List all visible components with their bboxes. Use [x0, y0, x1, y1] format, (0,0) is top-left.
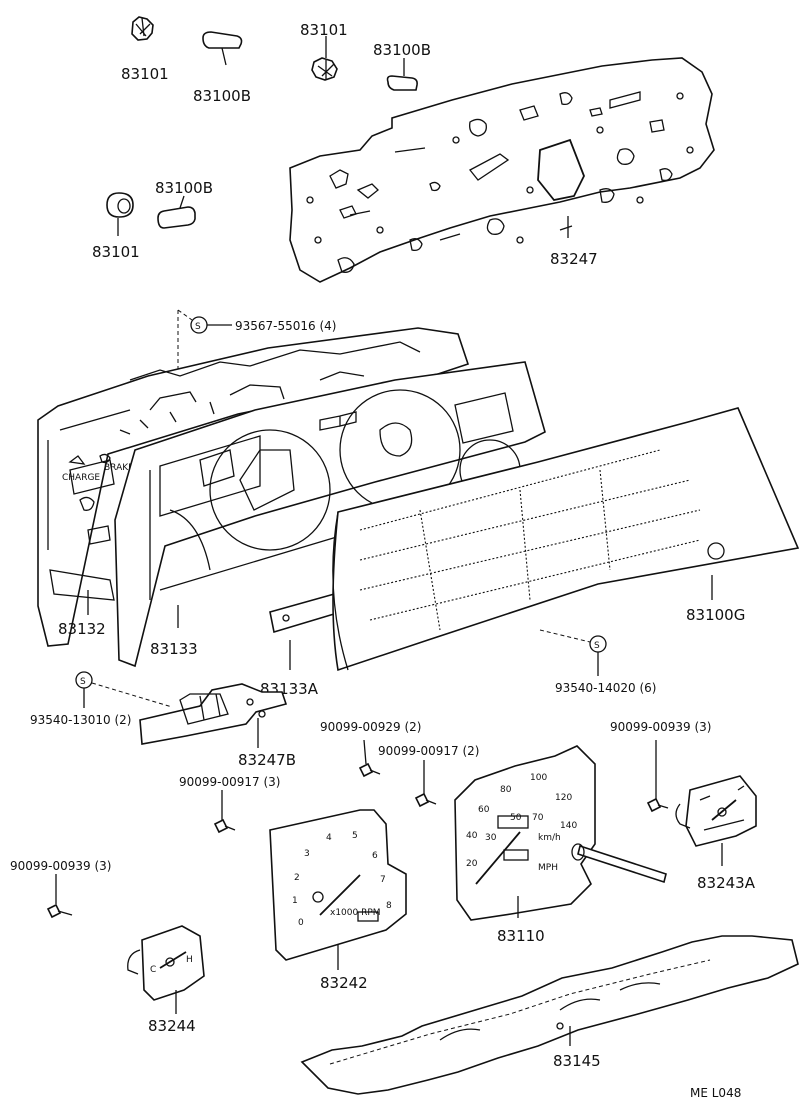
screw-glass: S — [539, 629, 607, 676]
label-93567-55016: 93567-55016 (4) — [235, 319, 337, 333]
svg-text:CHARGE: CHARGE — [62, 473, 100, 483]
svg-text:S: S — [195, 322, 201, 332]
bulb-1 — [202, 31, 243, 66]
svg-text:8: 8 — [386, 901, 392, 911]
label-83110: 83110 — [497, 927, 545, 945]
label-83132: 83132 — [58, 620, 106, 638]
label-83101-a: 83101 — [121, 65, 169, 83]
bracket-83247B — [139, 683, 288, 745]
svg-text:3: 3 — [304, 849, 310, 859]
svg-text:MPH: MPH — [538, 863, 558, 873]
screw-bracket: S — [75, 671, 173, 708]
label-90099-00917-a: 90099-00917 (2) — [378, 744, 480, 758]
bulb-socket-2 — [311, 36, 338, 81]
svg-text:40: 40 — [466, 831, 478, 841]
svg-text:x1000 RPM: x1000 RPM — [330, 908, 381, 918]
svg-text:120: 120 — [555, 793, 572, 803]
label-83100B-b: 83100B — [373, 41, 431, 59]
svg-text:100: 100 — [530, 773, 547, 783]
case-housing-83132: CHARGE BRAKE — [37, 327, 470, 647]
label-83145: 83145 — [553, 1052, 601, 1070]
temp-gauge-83244: C H — [127, 925, 205, 1001]
label-83101-c: 83101 — [92, 243, 140, 261]
hood-83145 — [300, 935, 799, 1095]
bulb-socket-1 — [131, 16, 154, 41]
label-93540-14020: 93540-14020 (6) — [555, 681, 657, 695]
svg-text:0: 0 — [298, 918, 304, 928]
speedometer-83110: 20 40 60 80 100 120 140 30 50 70 km/h MP… — [454, 745, 596, 921]
label-90099-00917-b: 90099-00917 (3) — [179, 775, 281, 789]
svg-text:2: 2 — [294, 873, 300, 883]
svg-text:4: 4 — [326, 833, 332, 843]
svg-text:140: 140 — [560, 821, 577, 831]
label-83133: 83133 — [150, 640, 198, 658]
bulb-socket-3 — [106, 192, 134, 236]
svg-text:5: 5 — [352, 831, 358, 841]
printed-circuit-83247 — [289, 57, 715, 283]
label-83247B: 83247B — [238, 751, 296, 769]
screw-b — [414, 760, 437, 808]
svg-text:C: C — [150, 965, 156, 975]
label-90099-00929: 90099-00929 (2) — [320, 720, 422, 734]
screw-e — [46, 874, 73, 919]
svg-text:7: 7 — [380, 875, 386, 885]
fuel-gauge-83243A — [675, 775, 757, 847]
svg-text:S: S — [594, 641, 600, 651]
svg-text:30: 30 — [485, 833, 497, 843]
bulb-2 — [386, 58, 418, 91]
label-83100B-a: 83100B — [193, 87, 251, 105]
speedometer-cable — [571, 843, 667, 884]
svg-text:S: S — [80, 677, 86, 687]
svg-text:km/h: km/h — [538, 833, 561, 843]
label-93540-13010: 93540-13010 (2) — [30, 713, 132, 727]
screw-c — [646, 740, 669, 813]
label-83243A: 83243A — [697, 874, 756, 892]
label-90099-00939-a: 90099-00939 (3) — [610, 720, 712, 734]
bulb-3 — [157, 195, 196, 229]
svg-text:80: 80 — [500, 785, 512, 795]
label-83101-b: 83101 — [300, 21, 348, 39]
label-83242: 83242 — [320, 974, 368, 992]
svg-text:60: 60 — [478, 805, 490, 815]
svg-text:6: 6 — [372, 851, 378, 861]
label-83100B-c: 83100B — [155, 179, 213, 197]
screw-a — [358, 739, 381, 778]
svg-text:H: H — [186, 955, 193, 965]
label-83247: 83247 — [550, 250, 598, 268]
svg-text:50: 50 — [510, 813, 522, 823]
diagram-code: ME L048 — [690, 1086, 741, 1100]
svg-text:20: 20 — [466, 859, 478, 869]
label-90099-00939-b: 90099-00939 (3) — [10, 859, 112, 873]
label-83244: 83244 — [148, 1017, 196, 1035]
tachometer-83242: 0 1 2 3 4 5 6 7 8 x1000 RPM — [269, 809, 407, 961]
glass-83100G — [332, 407, 800, 672]
label-83100G: 83100G — [686, 606, 745, 624]
screw-d — [213, 790, 236, 834]
svg-text:1: 1 — [292, 896, 298, 906]
svg-text:BRAKE: BRAKE — [104, 463, 134, 473]
svg-text:70: 70 — [532, 813, 544, 823]
